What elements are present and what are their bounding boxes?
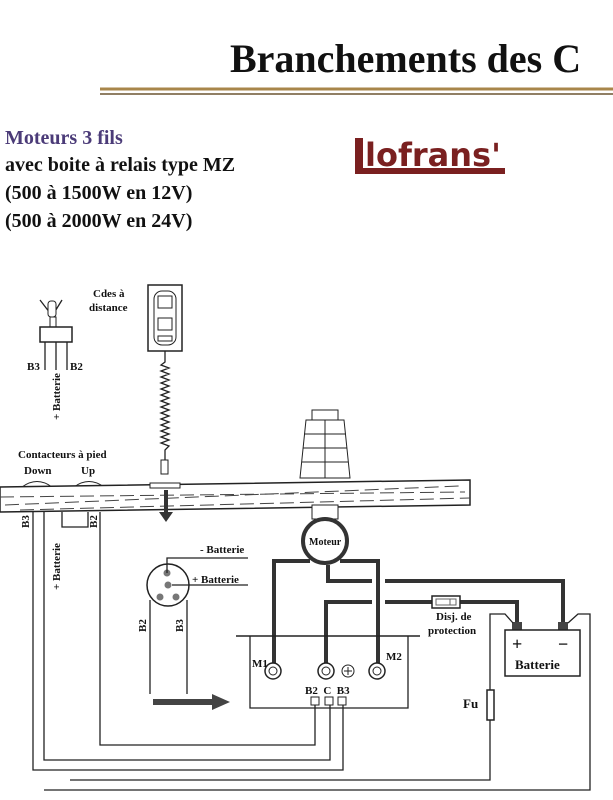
wire-batt-link <box>61 512 89 528</box>
plug-connector-icon <box>146 557 248 694</box>
wire-battery-negative <box>385 579 565 622</box>
relay-m1-label: M1 <box>252 658 268 670</box>
heading-line-3: (500 à 1500W en 12V) <box>5 182 192 204</box>
wire-motor-common <box>326 565 372 583</box>
heading-line-4: (500 à 2000W en 24V) <box>5 210 192 232</box>
motor-icon <box>301 517 349 565</box>
circuit-breaker-icon <box>431 595 461 609</box>
switch-b3-label: B3 <box>27 361 40 373</box>
battery-label: Batterie <box>515 657 560 672</box>
wire-ground <box>44 613 591 791</box>
wire-m1 <box>272 559 310 665</box>
wire-battery-positive <box>460 600 519 622</box>
wire-fuse-feed <box>489 613 514 690</box>
wire-b3 <box>32 512 344 771</box>
fuse-label: Fu <box>463 696 478 711</box>
wire-fuse <box>70 720 491 781</box>
wire-b2 <box>99 512 316 746</box>
breaker-label-1: Disj. de <box>436 611 472 623</box>
heading-line-2: avec boite à relais type MZ <box>5 154 235 176</box>
battery-plus: + <box>512 634 522 654</box>
lofrans-logo: lofrans' <box>355 136 505 174</box>
down-arrow-icon <box>159 490 173 522</box>
toggle-switch-icon <box>39 299 73 370</box>
wire-c <box>43 512 331 761</box>
wire-relay-c <box>324 600 372 665</box>
relay-box <box>236 635 420 709</box>
windlass-icon <box>299 409 351 520</box>
switch-batt-label: + Batterie <box>51 373 63 420</box>
deck-batt-label: + Batterie <box>51 543 63 590</box>
relay-m2-label: M2 <box>386 651 402 663</box>
battery-icon <box>504 622 581 677</box>
right-arrow-icon <box>153 694 230 710</box>
battery-minus: − <box>558 634 568 654</box>
relay-terminals-label: B2 C B3 <box>305 685 350 697</box>
plug-plus-label: + Batterie <box>192 574 239 586</box>
switch-b2-label: B2 <box>70 361 83 373</box>
logo-text: lofrans' <box>365 136 501 174</box>
plug-b3-label: B3 <box>174 619 186 632</box>
deck-b3-label: B3 <box>20 515 32 528</box>
foot-switch-title: Contacteurs à pied <box>18 449 107 461</box>
page-title: Branchements des C <box>230 36 581 81</box>
fuse-icon <box>486 689 495 721</box>
remote-label-2: distance <box>89 302 128 314</box>
plug-minus-label: - Batterie <box>200 544 244 556</box>
deck-b2-label: B2 <box>88 515 100 528</box>
remote-control-icon <box>147 284 183 475</box>
motor-label: Moteur <box>309 537 342 548</box>
foot-switch-up[interactable]: Up <box>81 465 95 477</box>
breaker-label-2: protection <box>428 625 476 637</box>
wire-m2 <box>340 559 380 665</box>
deck-section <box>0 479 471 513</box>
plug-b2-label: B2 <box>137 619 149 632</box>
heading-line-1: Moteurs 3 fils <box>5 127 123 149</box>
foot-switch-down[interactable]: Down <box>24 465 52 477</box>
remote-label-1: Cdes à <box>93 288 125 300</box>
